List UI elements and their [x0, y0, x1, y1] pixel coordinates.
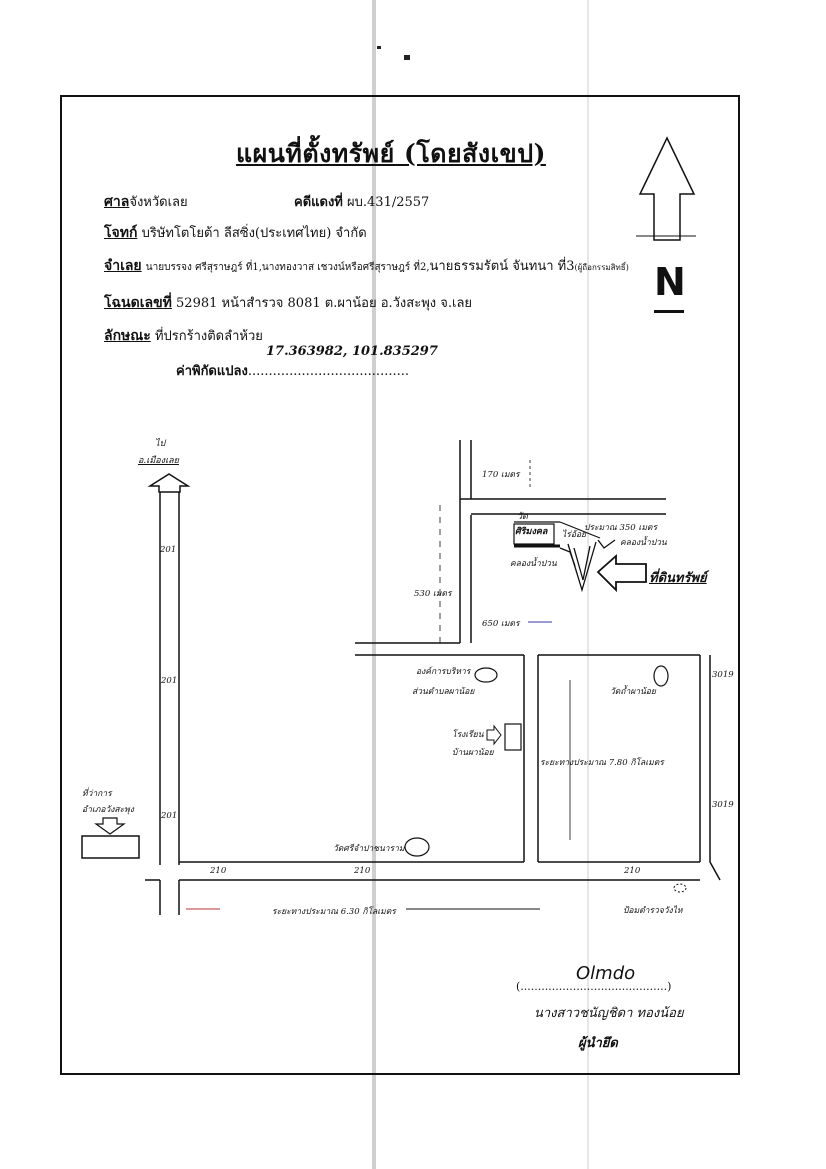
road-201-label-a: 201	[160, 545, 177, 555]
district-office-marker	[81, 835, 140, 859]
signature-scribble: Olmdo	[576, 963, 636, 984]
dist-630: ระยะทางประมาณ 6.30 กิโลเมตร	[272, 907, 396, 917]
coord-dots: .......................................	[247, 364, 409, 379]
school-label-2: บ้านผาน้อย	[452, 748, 494, 758]
defendant-line: จำเลย นายบรรจง ศรีสุราษฎร์ ที่1,นางทองวา…	[104, 255, 629, 277]
page-title: แผนที่ตั้งทรัพย์ (โดยสังเขป)	[236, 139, 546, 168]
dist-350: ประมาณ 350 เมตร	[584, 523, 658, 533]
sao-marker	[474, 667, 498, 683]
road-210-label-c: 210	[624, 866, 641, 876]
wat-name: ศิริมงคล	[515, 527, 548, 537]
dist-530: 530 เมตร	[414, 589, 452, 599]
field-label: ไร่อ้อย	[562, 530, 587, 540]
dist-170: 170 เมตร	[482, 470, 520, 480]
deed-value: 52981 หน้าสำรวจ 8081 ต.ผาน้อย อ.วังสะพุง…	[176, 296, 473, 311]
road-201-label-c: 201	[161, 811, 178, 821]
signature-name: นางสาวชนัญชิดา ทองน้อย	[534, 1006, 684, 1021]
dist-780: ระยะทางประมาณ 7.80 กิโลเมตร	[540, 758, 664, 768]
sao-label-1: องค์การบริหาร	[416, 667, 471, 677]
road-210-label-b: 210	[354, 866, 371, 876]
deed-line: โฉนดเลขที่ 52981 หน้าสำรวจ 8081 ต.ผาน้อย…	[104, 292, 472, 314]
scan-fold-line	[587, 0, 589, 1169]
police-marker	[673, 883, 687, 893]
school-arrow-icon	[486, 724, 502, 746]
road-210	[145, 861, 700, 915]
canal-left-label: คลองน้ำปวน	[510, 559, 557, 569]
coord-line: ค่าพิกัดแปลง............................…	[176, 360, 409, 381]
temple-sri-label: วัดศรีจำปาชนาราม	[333, 844, 405, 854]
court-value: จังหวัดเลย	[129, 195, 188, 210]
district-label-1: ที่ว่าการ	[82, 789, 112, 799]
temple-panoi-label: วัดถ้ำผาน้อย	[610, 687, 656, 697]
property-label: ที่ดินทรัพย์	[649, 571, 707, 586]
plaintiff-value: บริษัทโตโยต้า ลีสซิ่ง(ประเทศไทย) จำกัด	[141, 226, 367, 241]
school-label-1: โรงเรียน	[452, 730, 484, 740]
wat-block	[513, 521, 601, 548]
canal-right-label: คลองน้ำปวน	[620, 538, 667, 548]
type-label: ลักษณะ	[104, 328, 151, 344]
property-arrow-icon	[596, 553, 647, 593]
defendant-label: จำเลย	[104, 258, 142, 274]
to-label: ไป	[155, 439, 166, 449]
road-201-label-b: 201	[161, 676, 178, 686]
defendant-value-main: นายธรรมรัตน์ จันทนา ที่3	[429, 259, 575, 274]
road-3019-label-a: 3019	[712, 670, 734, 680]
north-label: N	[654, 260, 686, 304]
police-label: ป้อมตำรวจวังไห	[623, 906, 683, 916]
case-label: คดีแดงที่	[294, 195, 343, 210]
road-210-label-a: 210	[210, 866, 227, 876]
temple-sri-marker	[404, 837, 430, 857]
school-marker	[504, 723, 522, 751]
road-3019-label-b: 3019	[712, 800, 734, 810]
local-roads	[355, 440, 721, 881]
scan-speck	[404, 55, 410, 60]
scan-speck	[377, 46, 381, 49]
deed-label: โฉนดเลขที่	[104, 295, 172, 311]
defendant-value-small: นายบรรจง ศรีสุราษฎร์ ที่1,นางทองวาส เชวง…	[145, 262, 430, 273]
signature-role: ผู้นำยึด	[578, 1036, 618, 1051]
plaintiff-line: โจทก์ บริษัทโตโยต้า ลีสซิ่ง(ประเทศไทย) จ…	[104, 222, 367, 244]
to-city: อ.เมืองเลย	[138, 456, 179, 466]
plaintiff-label: โจทก์	[104, 225, 138, 241]
temple-panoi-marker	[653, 665, 669, 687]
north-arrow-icon	[636, 136, 696, 241]
north-underline	[654, 310, 684, 313]
court-label: ศาล	[104, 194, 130, 210]
wat-label: วัด	[517, 512, 528, 522]
court-line: ศาลจังหวัดเลย	[104, 191, 188, 213]
district-label-2: อำเภอวังสะพุง	[82, 805, 134, 815]
scan-fold-line	[372, 0, 376, 1169]
case-value: ผบ.431/2557	[347, 195, 430, 210]
coord-value: 17.363982, 101.835297	[266, 344, 438, 359]
road-201	[147, 473, 191, 865]
case-line: คดีแดงที่ ผบ.431/2557	[294, 191, 429, 212]
defendant-note: (ผู้ถือกรรมสิทธิ์)	[574, 263, 629, 272]
signature-bracket: (.......................................…	[516, 980, 672, 993]
dist-650: 650 เมตร	[482, 619, 520, 629]
type-value: ที่ปรกร้างติดลำห้วย	[154, 329, 263, 344]
sao-label-2: ส่วนตำบลผาน้อย	[412, 687, 475, 697]
down-arrow-icon	[94, 817, 126, 835]
coord-label: ค่าพิกัดแปลง	[176, 364, 248, 379]
up-arrow-icon	[147, 473, 191, 493]
canal-lines	[559, 539, 616, 593]
map-frame	[60, 95, 740, 1075]
type-line: ลักษณะ ที่ปรกร้างติดลำห้วย	[104, 325, 263, 347]
